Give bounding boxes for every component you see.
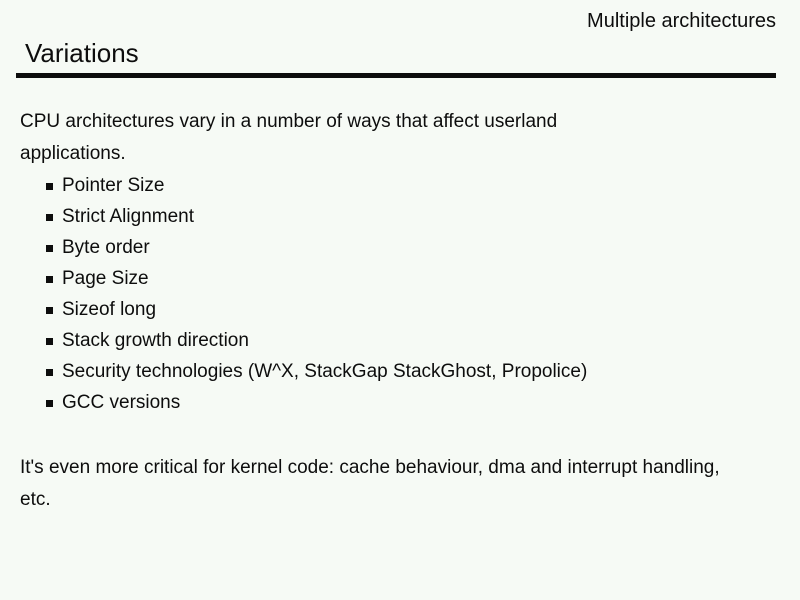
slide-header-label: Multiple architectures [587, 10, 776, 32]
list-item: Strict Alignment [46, 201, 587, 232]
list-item-label: Page Size [62, 268, 149, 289]
list-item: Pointer Size [46, 170, 587, 201]
intro-paragraph: CPU architectures vary in a number of wa… [20, 111, 558, 164]
list-item: Byte order [46, 232, 587, 263]
list-item-label: Byte order [62, 237, 150, 258]
list-item-label: GCC versions [62, 392, 181, 413]
list-item: GCC versions [46, 387, 587, 418]
list-item: Sizeof long [46, 294, 587, 325]
bullet-square-icon [46, 399, 53, 407]
bullet-square-icon [46, 182, 53, 190]
bullet-list: Pointer Size Strict Alignment Byte order… [46, 170, 587, 418]
list-item: Stack growth direction [46, 325, 587, 356]
list-item-label: Sizeof long [62, 299, 157, 320]
closing-paragraph: It's even more critical for kernel code:… [20, 457, 720, 510]
title-underline-rule [16, 73, 776, 78]
list-item: Security technologies (W^X, StackGap Sta… [46, 356, 587, 387]
list-item-label: Strict Alignment [62, 206, 194, 227]
bullet-square-icon [46, 368, 53, 376]
bullet-square-icon [46, 244, 53, 252]
list-item-label: Pointer Size [62, 175, 165, 196]
bullet-square-icon [46, 306, 53, 314]
bullet-square-icon [46, 337, 53, 345]
list-item-label: Stack growth direction [62, 330, 249, 351]
list-item-label: Security technologies (W^X, StackGap Sta… [62, 361, 588, 382]
bullet-square-icon [46, 213, 53, 221]
bullet-square-icon [46, 275, 53, 283]
list-item: Page Size [46, 263, 587, 294]
slide-title: Variations [25, 38, 139, 68]
